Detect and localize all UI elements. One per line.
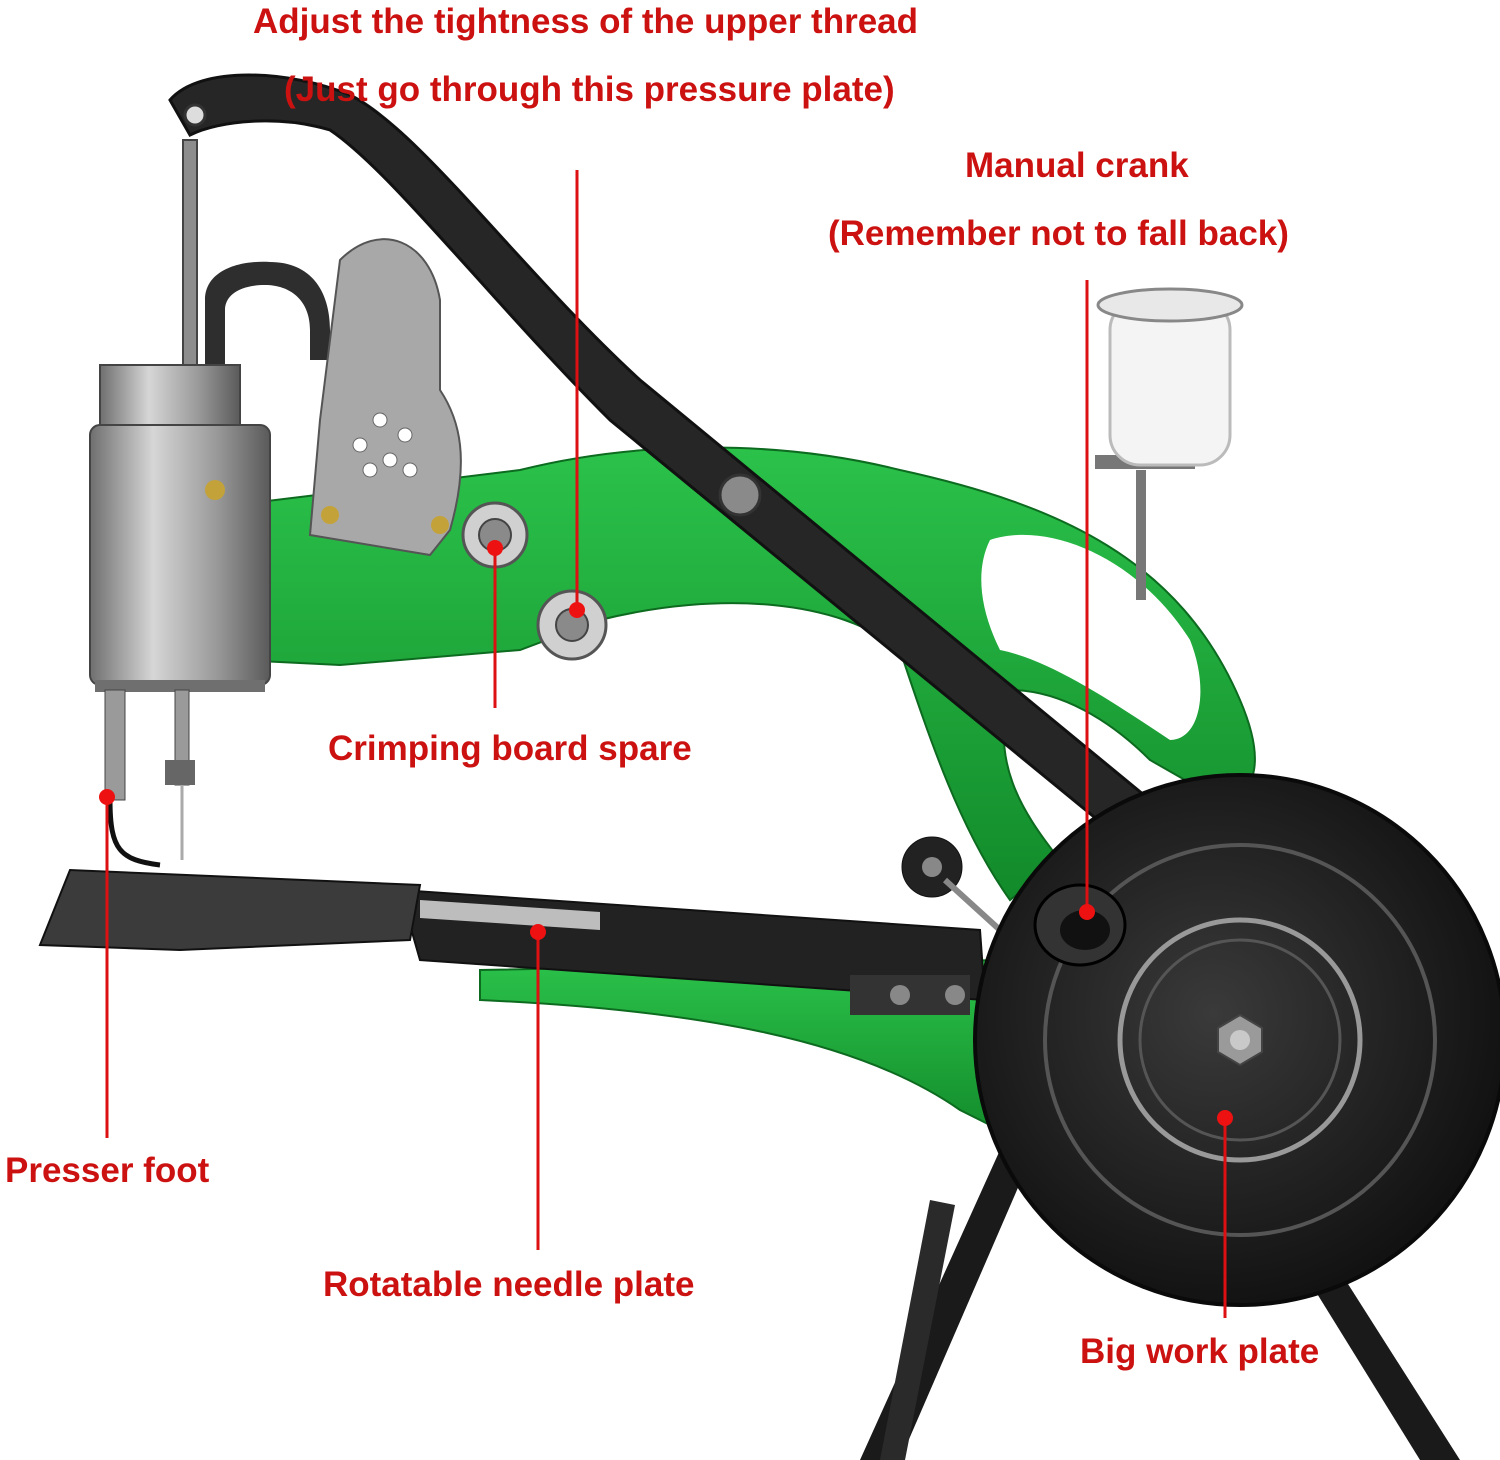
face-plate	[308, 238, 462, 557]
tripod-legs	[860, 1150, 1460, 1460]
label-upper-thread-line2: (Just go through this pressure plate)	[284, 70, 895, 109]
needle-plate-horn	[398, 888, 987, 1015]
leader-lines	[105, 170, 1227, 1318]
thread-guide-loop	[205, 261, 330, 370]
tension-knob-upper	[461, 501, 529, 569]
cylinder-head	[89, 364, 271, 692]
face-plate-holes	[352, 412, 418, 478]
thread-spool	[1095, 287, 1244, 600]
tension-disc-lower	[536, 589, 608, 661]
lever-pivot	[183, 103, 207, 127]
green-body-cutout	[981, 534, 1201, 740]
label-presser-foot: Presser foot	[5, 1151, 210, 1190]
lever-bolt	[718, 473, 762, 517]
workpiece-leather	[38, 868, 422, 952]
face-plate-screw	[431, 516, 449, 534]
label-upper-thread-line1: Adjust the tightness of the upper thread	[253, 2, 919, 41]
label-work-plate: Big work plate	[1080, 1332, 1320, 1371]
presser-foot-assembly	[104, 689, 195, 868]
label-manual-crank-line1: Manual crank	[965, 146, 1189, 185]
face-plate-screw	[321, 506, 339, 524]
needle-bar	[182, 139, 198, 381]
side-roller	[901, 836, 1003, 933]
hand-wheel	[973, 773, 1500, 1307]
label-crimping-board: Crimping board spare	[328, 729, 692, 768]
label-needle-plate: Rotatable needle plate	[323, 1265, 695, 1304]
label-manual-crank-line2: (Remember not to fall back)	[828, 214, 1289, 253]
leader-dots	[99, 540, 1233, 1126]
